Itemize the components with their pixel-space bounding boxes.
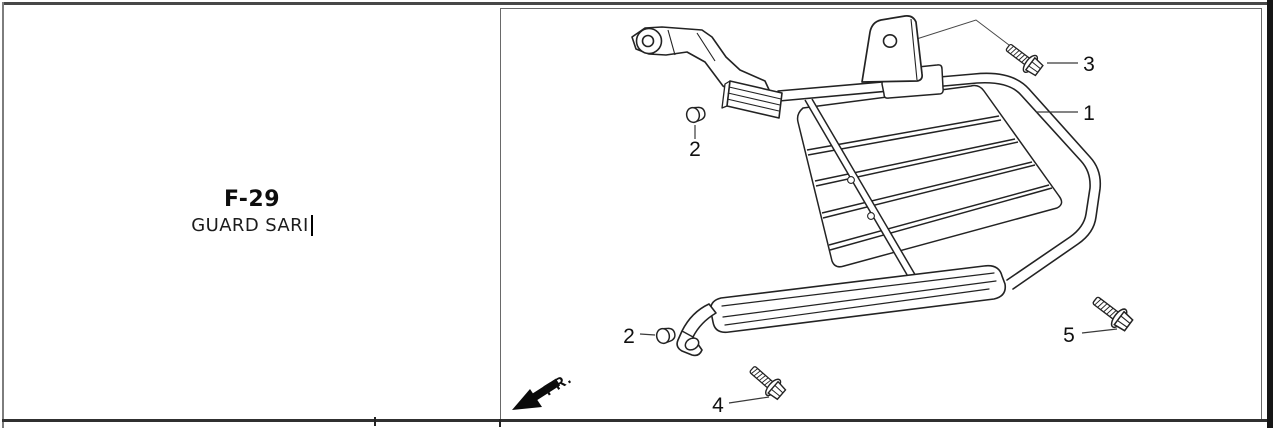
frame-left-border bbox=[2, 2, 4, 428]
guard-rack-diagram: 1 2 2 3 4 5 bbox=[512, 15, 1136, 417]
callout-4[interactable]: 4 bbox=[712, 394, 770, 417]
callout-label-2-upper[interactable]: 2 bbox=[689, 138, 701, 161]
section-code: F-29 bbox=[223, 186, 281, 212]
callout-label-1[interactable]: 1 bbox=[1083, 102, 1095, 125]
callout-label-4[interactable]: 4 bbox=[712, 394, 724, 417]
callout-3[interactable]: 3 bbox=[1047, 53, 1095, 76]
mount-bracket-arm bbox=[631, 26, 772, 97]
callout-label-5[interactable]: 5 bbox=[1063, 324, 1075, 347]
rack-bottom-rail bbox=[709, 264, 1007, 334]
rack-outer-tube bbox=[777, 72, 1102, 290]
triangle-bracket bbox=[861, 15, 944, 99]
callout-label-2-lower[interactable]: 2 bbox=[623, 325, 635, 348]
section-title-field[interactable]: GUARD SARI bbox=[191, 215, 313, 237]
callout-label-3[interactable]: 3 bbox=[1083, 53, 1095, 76]
section-info-cell: F-29 GUARD SARI bbox=[4, 5, 500, 419]
diagram-cell: 1 2 2 3 4 5 bbox=[500, 8, 1262, 419]
clamp-block bbox=[721, 80, 783, 119]
frame-right-border bbox=[1267, 0, 1273, 428]
cap-2-lower bbox=[654, 325, 678, 346]
column-tick bbox=[499, 419, 501, 427]
cap-2-upper bbox=[684, 104, 708, 125]
leader-line bbox=[903, 19, 1010, 46]
bolt-4 bbox=[744, 360, 789, 403]
rack-grid bbox=[796, 84, 1063, 298]
callout-2-upper[interactable]: 2 bbox=[689, 125, 701, 161]
fr-label: FR. bbox=[541, 370, 575, 400]
rack-elbow-mount bbox=[676, 303, 717, 357]
section-title-text: GUARD SARI bbox=[191, 215, 309, 237]
frame-top-border bbox=[2, 2, 1272, 5]
column-tick bbox=[374, 417, 376, 426]
callout-5[interactable]: 5 bbox=[1063, 324, 1118, 347]
callout-1[interactable]: 1 bbox=[1036, 102, 1095, 125]
fr-direction-arrow-icon: FR. bbox=[512, 370, 575, 410]
bolt-5 bbox=[1087, 290, 1136, 335]
callout-2-lower[interactable]: 2 bbox=[623, 325, 656, 348]
text-caret bbox=[310, 215, 313, 237]
table-row-divider bbox=[2, 419, 1267, 422]
